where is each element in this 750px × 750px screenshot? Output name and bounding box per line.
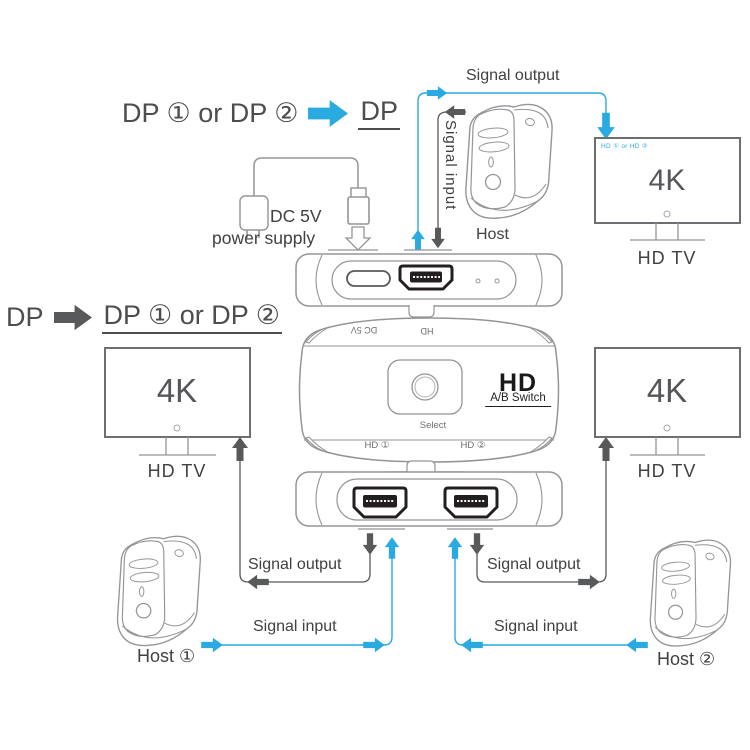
switch-hd-logo: HD <box>498 369 538 397</box>
tv-left <box>104 347 251 456</box>
cyan-up-arrow-icon <box>447 537 463 559</box>
switch-hd-print: HD <box>420 326 434 336</box>
switch-dc5v-print: DC 5V <box>350 325 378 335</box>
top-signal-output-path <box>411 86 615 251</box>
legend-left: DP DP ① or DP ② <box>6 300 282 334</box>
connector-tab <box>408 305 435 318</box>
tv-top-right-note: HD ① or HD ② <box>601 143 649 150</box>
tv-stand <box>630 437 705 456</box>
corner-wedge <box>305 436 330 454</box>
cyan-arrow-icon <box>308 99 349 127</box>
switch-back-panel <box>295 253 563 318</box>
left-signal-output-label: Signal output <box>248 556 342 573</box>
tv-power-led <box>663 210 671 218</box>
tv-right-screen-text: 4K <box>646 372 688 409</box>
tv-top-right <box>594 137 741 241</box>
host-top-drawing <box>465 103 553 219</box>
gray-down-arrow-icon <box>431 227 445 249</box>
gray-up-arrow-icon <box>232 437 248 461</box>
cyan-left-arrow-icon <box>461 637 483 653</box>
cyan-up-arrow-icon <box>384 537 400 559</box>
wall-plug <box>239 195 269 231</box>
tv-left-label: HD TV <box>147 461 207 481</box>
right-signal-output-label: Signal output <box>487 556 581 573</box>
left-signal-input-label: Signal input <box>253 618 337 635</box>
switch-front-panel <box>295 471 563 527</box>
gray-left-arrow-icon <box>444 105 466 119</box>
top-signal-output-label: Signal output <box>466 67 560 84</box>
cyan-up-arrow-icon <box>411 229 425 251</box>
legend-top-output-label: DP <box>358 96 400 130</box>
legend-left-input-label: DP <box>6 301 44 332</box>
end-cap-left <box>315 254 323 306</box>
tv-top-right-screen-text: 4K <box>648 164 686 197</box>
power-supply-label-line1: DC 5V <box>270 206 322 226</box>
left-signal-output-path <box>232 437 378 590</box>
cyan-big-down-arrow-icon <box>597 112 615 140</box>
left-signal-input-path <box>201 537 400 653</box>
corner-wedge <box>528 326 553 344</box>
tv-top-right-label: HD TV <box>637 248 697 268</box>
right-signal-input-label: Signal input <box>494 618 578 635</box>
switch-port2-print: HD ② <box>460 440 486 451</box>
power-cable <box>253 157 359 196</box>
connector-tab <box>406 460 436 472</box>
plug-prongs <box>246 230 260 238</box>
tv-stand <box>630 223 705 241</box>
switch-body <box>298 317 560 474</box>
power-supply-label-line2: power supply <box>212 228 316 248</box>
tv-power-led <box>173 424 181 432</box>
cyan-right-arrow-icon <box>363 637 385 653</box>
cyan-right-arrow-icon <box>426 86 448 100</box>
gray-up-arrow-icon <box>598 437 614 461</box>
top-signal-input-label: Signal input <box>442 120 459 211</box>
legend-top: DP ① or DP ② DP <box>122 96 400 130</box>
led-hole <box>494 278 500 284</box>
led-hole <box>475 278 481 284</box>
gray-arrow-icon <box>53 304 92 330</box>
host-1-drawing <box>116 535 201 647</box>
power-supply-drawing <box>239 157 372 251</box>
dc-usb-c-port <box>346 270 391 287</box>
right-signal-output-path <box>469 437 614 590</box>
cyan-left-arrow-icon <box>626 637 648 653</box>
tv-right-label: HD TV <box>637 461 697 481</box>
end-cap-right <box>535 254 543 306</box>
tv-power-led <box>663 424 671 432</box>
gray-right-arrow-icon <box>578 574 600 590</box>
white-down-arrow-icon <box>344 226 372 251</box>
corner-wedge <box>528 436 553 454</box>
gray-down-arrow-icon <box>469 533 485 555</box>
tv-stand <box>139 437 216 456</box>
gray-down-arrow-icon <box>362 533 378 555</box>
usb-connector-body <box>347 196 370 225</box>
end-cap-right <box>535 472 543 526</box>
switch-select-label: Select <box>419 420 447 431</box>
host-1-label: Host ① <box>137 646 196 666</box>
end-cap-left <box>315 472 323 526</box>
legend-top-input-label: DP ① or DP ② <box>122 97 299 128</box>
right-signal-input-path <box>447 537 648 653</box>
legend-left-output-label: DP ① or DP ② <box>101 300 282 334</box>
host-top-label: Host <box>476 226 509 243</box>
corner-wedge <box>305 326 330 344</box>
tv-left-screen-text: 4K <box>156 372 198 409</box>
tv-right <box>594 347 741 456</box>
host-2-label: Host ② <box>657 649 716 669</box>
port-underlines <box>328 249 493 530</box>
switch-ab-switch-label: A/B Switch <box>485 392 551 407</box>
top-signal-input-path <box>431 105 466 249</box>
gray-left-arrow-icon <box>247 574 269 590</box>
switch-port1-print: HD ① <box>364 440 390 451</box>
host-2-drawing <box>649 539 732 647</box>
cyan-right-arrow-icon <box>201 637 223 653</box>
